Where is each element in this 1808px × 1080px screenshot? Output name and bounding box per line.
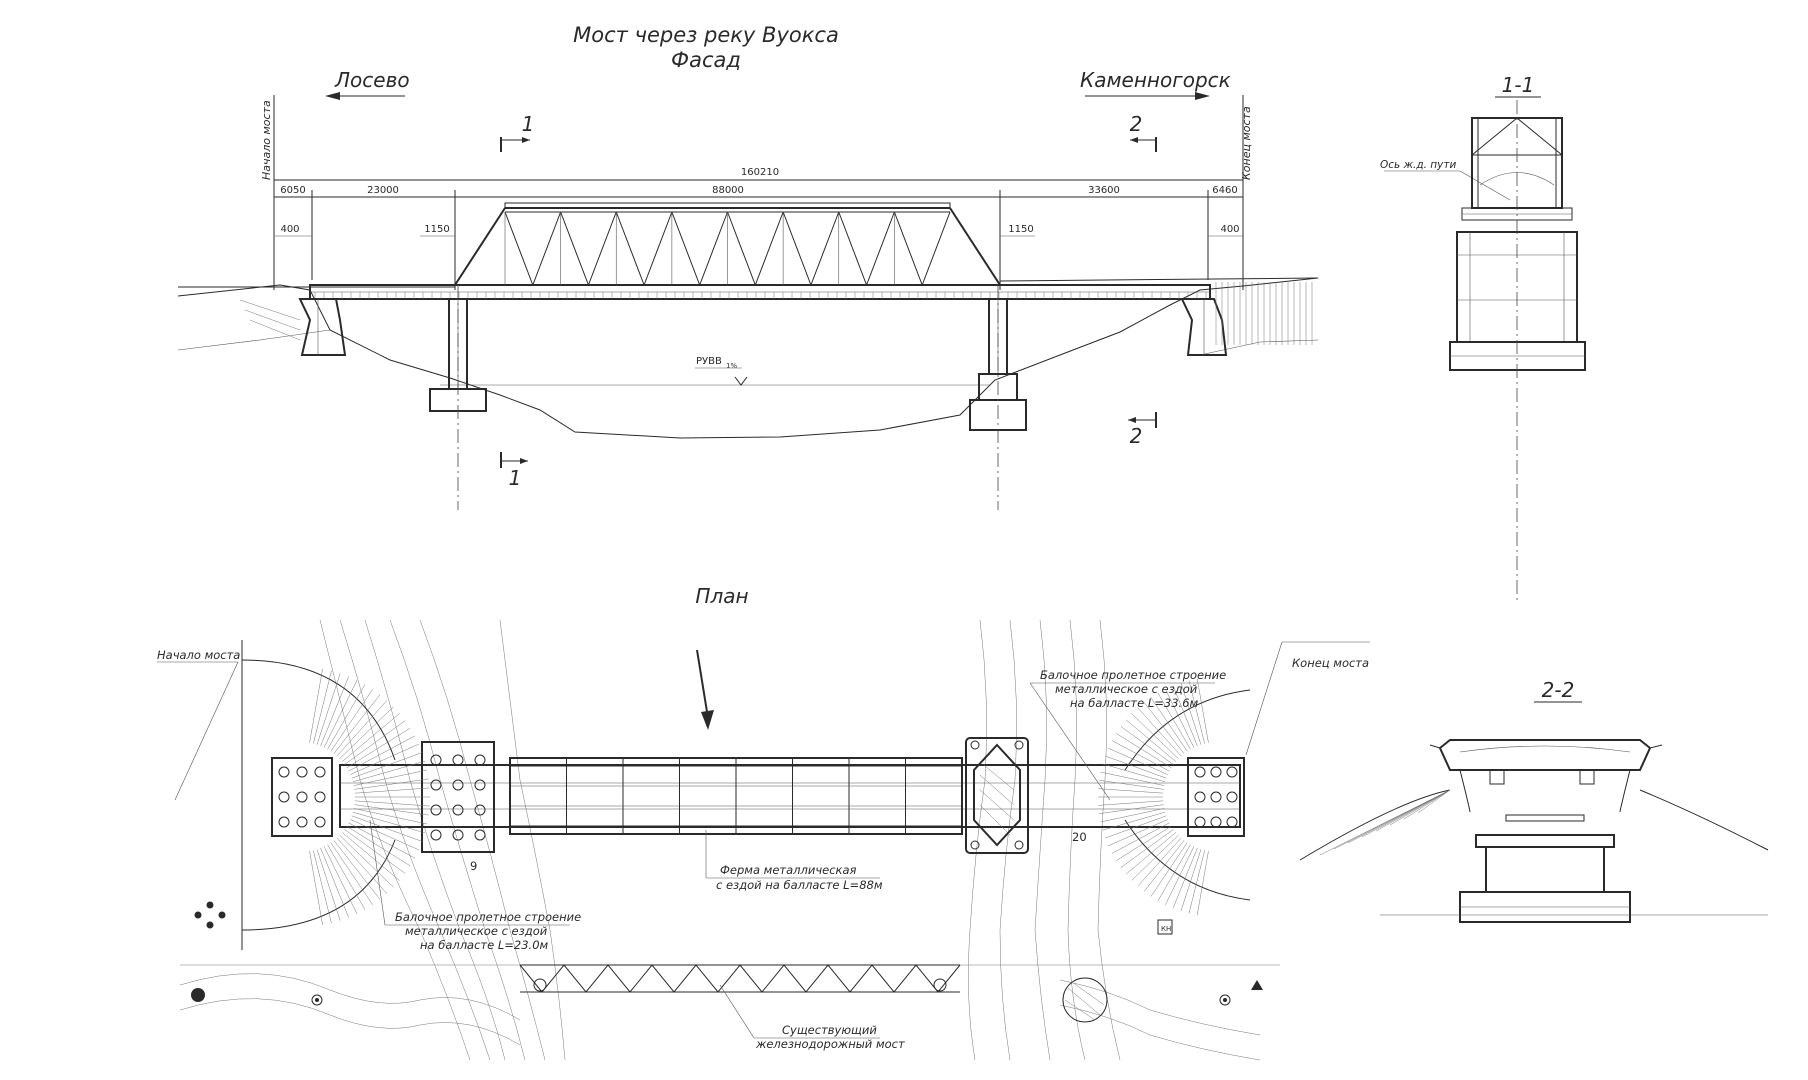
existing-bridge <box>519 964 961 993</box>
span-dim-2: 23000 <box>367 185 399 196</box>
section-mark-1-top: 1 <box>500 112 535 152</box>
facade-end-label: Конец моста <box>1240 106 1253 180</box>
existing-line2: железнодорожный мост <box>755 1037 905 1051</box>
arrow-right-icon <box>1195 92 1210 100</box>
section-2-deck <box>1438 739 1652 771</box>
plan-view: План <box>157 584 1370 1061</box>
pier-right <box>969 285 1027 510</box>
section-2-2-title: 2-2 <box>1542 678 1575 702</box>
section-mark-2-bottom: 2 <box>1128 412 1157 448</box>
direction-left-label: Лосево <box>334 68 410 92</box>
svg-text:1: 1 <box>509 466 522 490</box>
small-dim-3: 1150 <box>1008 224 1033 235</box>
span-dim-1: 6050 <box>280 185 305 196</box>
beam-right-line1: Балочное пролетное строение <box>1040 668 1226 682</box>
beam-left-line3: на балласте L=23.0м <box>420 938 549 952</box>
deck-hatching <box>314 292 1207 299</box>
direction-right-label: Каменногорск <box>1080 68 1231 92</box>
beam-right-line2: металлическое с ездой <box>1055 682 1198 696</box>
plan-deck <box>339 764 1241 828</box>
small-dim-1: 400 <box>280 224 299 235</box>
section-2-2: 2-2 <box>1299 678 1769 923</box>
existing-line1: Существующий <box>782 1023 877 1037</box>
truss-label-line1: Ферма металлическая <box>720 863 857 877</box>
ground-profile <box>177 277 1319 439</box>
abutment-left <box>239 298 347 356</box>
plan-abutment-left <box>241 640 430 950</box>
mark-kn: КН <box>1161 925 1171 933</box>
survey-marks <box>191 901 1263 1023</box>
plan-start-label: Начало моста <box>157 648 240 662</box>
small-dim-2: 1150 <box>424 224 449 235</box>
beam-left-line1: Балочное пролетное строение <box>395 910 581 924</box>
plan-abutment-right <box>1098 678 1251 916</box>
facade-start-label: Начало моста <box>260 100 273 180</box>
direction-left: Лосево <box>325 68 410 100</box>
drawing-title: Мост через реку Вуокса <box>573 23 839 47</box>
svg-text:1: 1 <box>522 112 535 136</box>
small-dim-4: 400 <box>1220 224 1239 235</box>
view-title-facade: Фасад <box>671 48 741 72</box>
mark-9: 9 <box>470 859 477 873</box>
truss <box>454 202 1001 286</box>
facade-view: Начало моста Конец моста 160210 6050 230… <box>177 95 1319 510</box>
section-1-1-title: 1-1 <box>1502 73 1535 97</box>
plan-pier-right <box>965 737 1029 854</box>
total-dimension: 160210 <box>741 167 779 178</box>
abutment-right <box>1180 282 1313 356</box>
direction-right: Каменногорск <box>1080 68 1231 100</box>
plan-end-label: Конец моста <box>1292 656 1369 670</box>
plan-truss-span <box>509 757 963 835</box>
section-1-1: 1-1 Ось ж.д. пути <box>1380 73 1586 600</box>
arrow-left-icon <box>325 92 340 100</box>
svg-text:2: 2 <box>1130 424 1143 448</box>
beam-right-line3: на балласте L=33.6м <box>1070 696 1199 710</box>
section-mark-2-top: 2 <box>1130 112 1157 152</box>
beam-left-line2: металлическое с ездой <box>405 924 548 938</box>
svg-text:2: 2 <box>1130 112 1143 136</box>
water-level-label: РУВВ <box>696 356 722 367</box>
plan-pier-left <box>421 741 495 853</box>
span-dim-4: 33600 <box>1088 185 1120 196</box>
span-dim-3: 88000 <box>712 185 744 196</box>
water-level-sub: 1% <box>726 362 737 370</box>
plan-title: План <box>695 584 748 608</box>
span-dim-5: 6460 <box>1212 185 1237 196</box>
track-axis-label: Ось ж.д. пути <box>1380 159 1456 171</box>
north-arrow-icon <box>696 649 714 730</box>
truss-label-line2: с ездой на балласте L=88м <box>716 878 883 892</box>
mark-20: 20 <box>1072 830 1087 844</box>
pier-left <box>429 285 487 510</box>
section-mark-1-bottom: 1 <box>500 452 528 490</box>
